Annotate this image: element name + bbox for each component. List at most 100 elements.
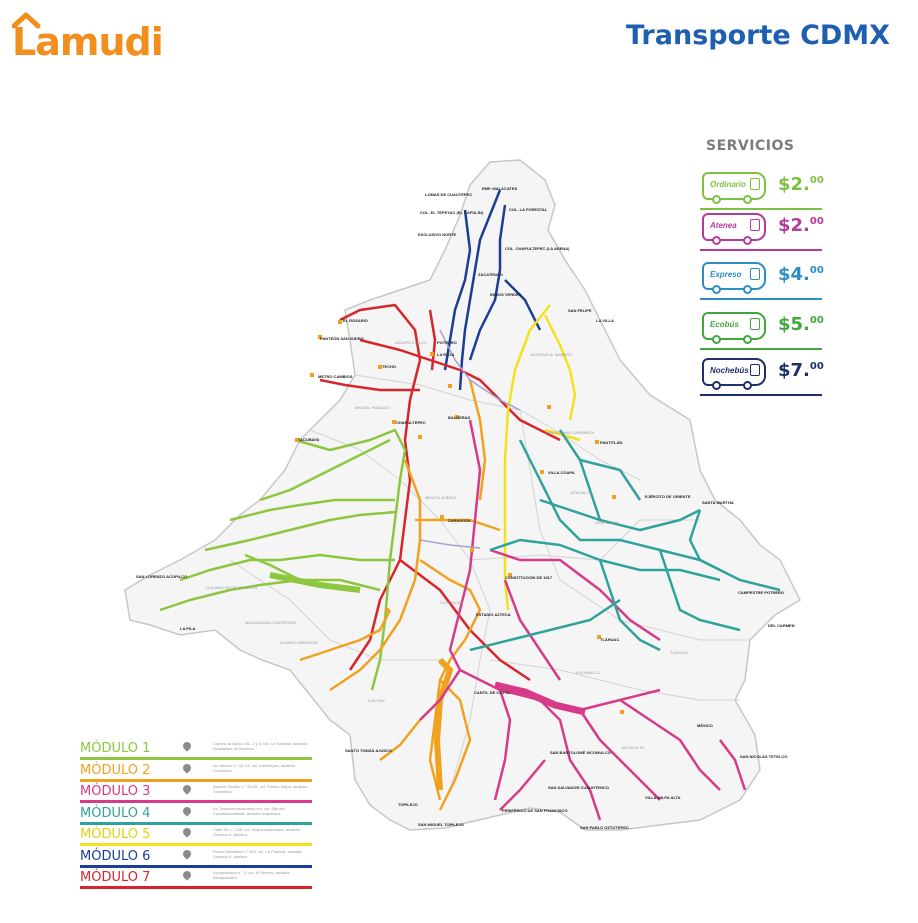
stop-marker (430, 352, 434, 356)
area-label: TLÁHUAC (670, 650, 689, 655)
module-name: MÓDULO 3 (80, 784, 151, 799)
module-name: MÓDULO 1 (80, 741, 151, 756)
route-modulo-7 (319, 303, 561, 682)
service-ordinario: Ordinario $2.00 (700, 170, 824, 210)
stop-marker (338, 320, 342, 324)
module-name: MÓDULO 2 (80, 762, 151, 778)
module-address: Azcapotzalco n.° 3, col. El Recreo, alca… (213, 870, 290, 880)
stop-marker (318, 335, 322, 339)
area-label: IZTAPALAPA (595, 520, 619, 525)
service-ecobus: Ecobús $5.00 (700, 310, 824, 350)
map-label: CAMPESTRE POTRERO (738, 590, 785, 595)
map-label: ESTADIO AZTECA (476, 612, 511, 617)
page-title: Transporte CDMX (625, 20, 890, 51)
area-label: ÁLVARO OBREGÓN (280, 640, 318, 645)
area-label: CUAJIMALPA DE MORELOS (205, 585, 258, 590)
location-pin-icon (181, 804, 193, 817)
map-label: SAN SALVADOR CUAUHTENCO (548, 785, 609, 790)
stop-marker (595, 440, 599, 444)
service-atenea: Atenea $2.00 (700, 211, 824, 251)
map-label: SANTO TOMÁS AJUSCO (345, 748, 393, 753)
location-pin-icon (181, 783, 193, 795)
module-name: MÓDULO 7 (80, 870, 151, 885)
area-label: BENITO JUÁREZ (425, 495, 457, 500)
area-label: MAGDALENA CONTRERAS (245, 620, 297, 625)
module-address: Camino al Ajusco No. 2 y 3, col. La Sole… (213, 741, 307, 751)
module-name: MÓDULO 5 (80, 827, 151, 842)
route-modulo-3 (419, 419, 747, 821)
map-label: POTRERO (437, 340, 457, 345)
map-label: METRO CAMBIOS (318, 374, 353, 379)
module-address: Av. Telecomunicaciones s/n, col. Ejércit… (213, 805, 285, 816)
bus-icon: Atenea (702, 213, 766, 245)
bus-icon: Ordinario (702, 172, 766, 204)
map-label: INDIOS VERDES (490, 292, 522, 297)
module-name: MÓDULO 6 (80, 848, 151, 864)
route-modulo-1-thick (269, 572, 361, 593)
price: $5.00 (778, 314, 824, 335)
logo-text: Lamudi (12, 20, 164, 64)
location-pin-icon (181, 740, 193, 752)
route-atenea (419, 329, 521, 549)
stop-marker (295, 438, 299, 442)
module-4: MÓDULO 4 Av. Telecomunicaciones s/n, col… (80, 804, 312, 827)
map-label: TOPILEJO (398, 802, 418, 807)
area-label: XOCHIMILCO (575, 670, 601, 675)
map-label: LA RAZA (437, 352, 455, 357)
map-label: LA PILA (180, 626, 196, 631)
map-label: EJÉRCITO DE ORIENTE (645, 494, 691, 499)
lamudi-logo[interactable]: Lamudi (12, 12, 164, 64)
map-label: COL. LA FORESTAL (509, 207, 548, 212)
map-label: EL ROSARIO (343, 318, 368, 323)
bus-icon: Nochebús (702, 358, 766, 390)
area-label: MILPA ALTA (622, 745, 644, 750)
map-label: VILLA COAPA (548, 470, 575, 475)
price: $4.00 (778, 264, 824, 285)
map-label: CHAPULTEPEC (396, 420, 426, 425)
map-label: SAN BARTOLOMÉ XICOMULCO (550, 750, 611, 755)
map-label: SAN FELIPE (568, 308, 592, 313)
map-label: SAN MIGUEL TOPILEJO (418, 822, 464, 827)
service-expreso: Expreso $4.00 (700, 260, 824, 300)
map-label: SAN NICOLÁS TETELCO (740, 754, 788, 759)
module-2: MÓDULO 2 Av. Mexico n.° 61-14, col. Xoch… (80, 761, 312, 784)
area-label: COYOACÁN (440, 600, 463, 605)
map-label: LOMAS DE CUAUTEPEC (425, 192, 473, 197)
map-label: CONSTITUCIÓN DE 1917 (505, 575, 553, 580)
stop-marker (385, 608, 389, 612)
stop-marker (418, 435, 422, 439)
route-modulo-3-thick (494, 681, 586, 716)
module-5: MÓDULO 5 Calle 3H n.° 109, col. Nueva At… (80, 826, 312, 848)
area-label: GUSTAVO A. MADERO (530, 352, 573, 357)
route-modulo-2 (299, 379, 501, 811)
stop-marker (620, 710, 624, 714)
area-label: AZCAPOTZALCO (395, 340, 428, 345)
module-1: MÓDULO 1 Camino al Ajusco No. 2 y 3, col… (80, 740, 312, 762)
map-label: COL. EL TEPEYAC (EL CAPULÍN) (420, 210, 484, 215)
module-3: MÓDULO 3 Aquiles Serdán n.° 28-05, col. … (80, 783, 312, 805)
route-modulo-6 (443, 189, 542, 391)
map-label: SANTA MARTHA (702, 500, 734, 505)
stop-marker (310, 373, 314, 377)
map-label: ZARAGOZA (448, 518, 471, 523)
module-address: Calle 3H n.° 109, col. Nueva Atzacoalco,… (213, 827, 300, 837)
stop-marker (448, 384, 452, 388)
map-label: SAN LORENZO ACOPILCO (136, 574, 188, 579)
stop-marker (378, 365, 382, 369)
map-label: LA VILLA (596, 318, 614, 323)
area-label: VENUSTIANO CARRANZA (545, 430, 595, 435)
map-label: EMP. MALACATES (482, 186, 518, 191)
house-icon (12, 12, 41, 29)
location-pin-icon (181, 847, 193, 860)
map-label: ZACATENCO (478, 272, 503, 277)
route-modulo-4 (469, 429, 781, 652)
stop-marker (508, 573, 512, 577)
stop-marker (455, 415, 459, 419)
map-label: VILLA MILPA ALTA (645, 795, 681, 800)
map-label: PERIFÉRICO DE SAN FRANCISCO (502, 808, 568, 813)
module-address: Puerto Mazatlán n.° 200, col. La Pradera… (213, 848, 302, 859)
services-heading: SERVICIOS (706, 138, 795, 154)
module-6: MÓDULO 6 Puerto Mazatlán n.° 200, col. L… (80, 847, 312, 870)
map-label: TECHO (382, 364, 396, 369)
